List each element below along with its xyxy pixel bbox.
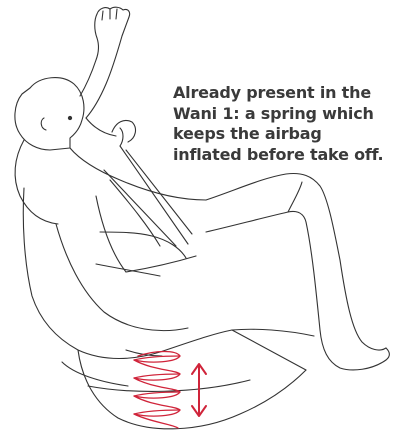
spring xyxy=(134,352,180,429)
head xyxy=(15,78,84,150)
caption-line: inflated before take off. xyxy=(173,145,387,166)
raised-arm xyxy=(80,7,130,118)
caption-line: Wani 1: a spring which xyxy=(173,104,387,125)
airbag xyxy=(62,330,306,429)
leg xyxy=(206,174,389,370)
caption: Already present in the Wani 1: a spring … xyxy=(173,83,387,165)
caption-line: keeps the airbag xyxy=(173,124,387,145)
harness-seat xyxy=(23,188,314,359)
caption-line: Already present in the xyxy=(173,83,387,104)
